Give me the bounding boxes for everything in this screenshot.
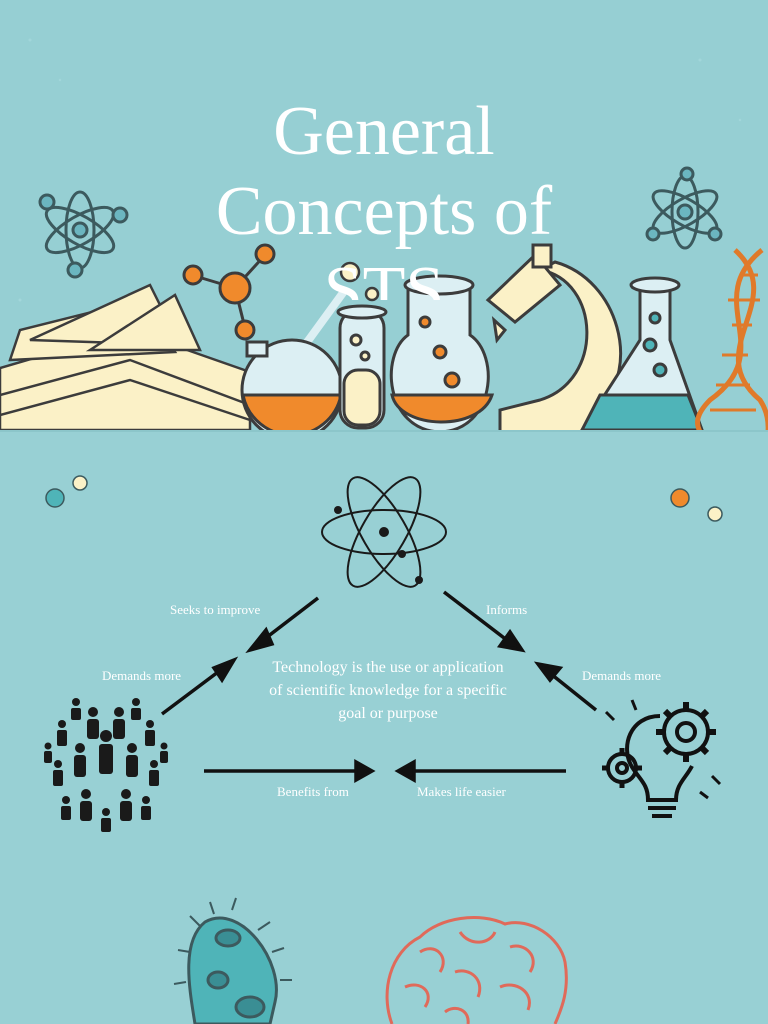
concept-slide: Seeks to improve Informs Demands more De… — [0, 432, 768, 1024]
title-line-1: General — [273, 93, 495, 170]
microscope-icon — [485, 243, 623, 432]
science-illustration — [0, 38, 768, 432]
flask-icon — [240, 287, 349, 432]
concept-diagram-art — [44, 475, 723, 1024]
bacteria-icon — [173, 897, 292, 1024]
molecule-icon — [182, 243, 276, 341]
title-line-3: STS — [323, 253, 445, 300]
title-slide: General Concepts of STS — [0, 0, 768, 432]
book-icon — [0, 283, 252, 432]
flask-icon — [389, 274, 495, 432]
atom-icon — [38, 190, 129, 279]
label-seeks-to-improve: Seeks to improve — [170, 602, 261, 617]
test-tube-icon — [336, 304, 388, 430]
lightbulb-gears-icon — [602, 699, 722, 818]
label-demands-more-left: Demands more — [102, 668, 182, 683]
diagram-arrows — [160, 590, 598, 783]
brain-icon — [385, 916, 568, 1024]
atom-icon — [645, 166, 723, 250]
technology-definition: Technology is the use or application of … — [269, 659, 507, 722]
people-crowd-icon — [44, 698, 168, 832]
label-benefits-from: Benefits from — [277, 784, 349, 799]
label-makes-life-easier: Makes life easier — [417, 784, 506, 799]
atom-icon — [321, 476, 447, 588]
page-title: General Concepts of STS — [0, 92, 768, 300]
flask-icon — [579, 276, 705, 432]
title-line-2: Concepts of — [215, 173, 553, 250]
label-informs: Informs — [486, 602, 528, 617]
label-demands-more-right: Demands more — [582, 668, 662, 683]
